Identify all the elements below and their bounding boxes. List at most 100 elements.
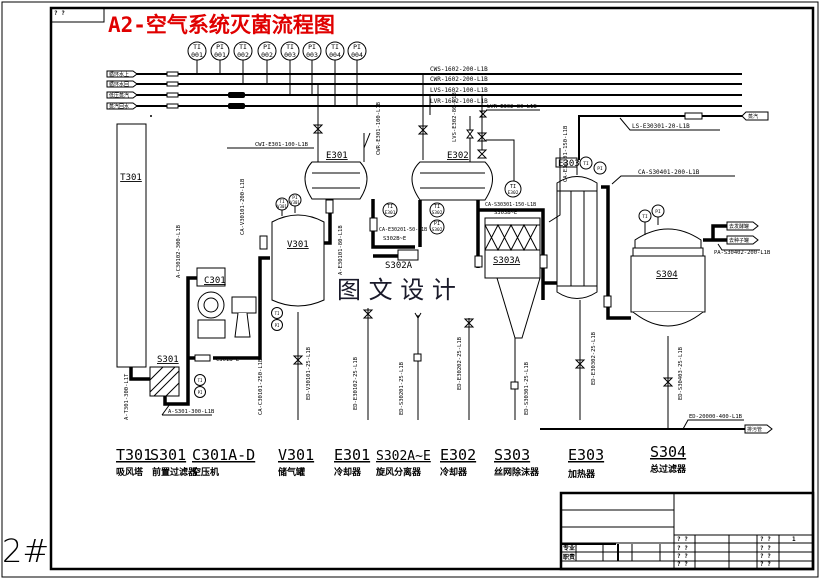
svg-text:001: 001	[214, 51, 226, 59]
valve-icon[interactable]	[312, 124, 324, 134]
steam-trap-icon	[228, 103, 245, 109]
svg-text:C301: C301	[204, 276, 226, 286]
equipment-c301[interactable]: C301	[196, 267, 257, 339]
equipment-e303[interactable]: E303	[555, 157, 598, 299]
svg-text:CA-C30101-250-L1B: CA-C30101-250-L1B	[258, 358, 264, 415]
equipment-v301[interactable]: V301	[271, 214, 325, 307]
source-tag-lvr: 蒸汽回水	[106, 102, 138, 110]
cws-label: CWS-1602-200-L1B	[430, 66, 488, 73]
svg-text:S302: S302	[432, 227, 443, 233]
svg-text:S304: S304	[650, 443, 686, 461]
cwr-e301-label: CWR-E301-100-L1B	[376, 101, 382, 155]
tb-cell: ? ?	[677, 561, 688, 568]
tb-cell: ? ?	[760, 545, 771, 552]
svg-text:循环水回: 循环水回	[109, 81, 129, 88]
svg-text:去种子罐: 去种子罐	[729, 237, 749, 244]
a-s301-label: A-S301-300-L1B	[168, 409, 215, 415]
diagram-title: A2-空气系统灭菌流程图	[108, 13, 335, 37]
svg-text:PI: PI	[263, 43, 271, 51]
svg-text:TI: TI	[583, 161, 589, 167]
pipe-s303-e303	[478, 208, 545, 300]
check-valve-icon	[194, 354, 211, 362]
instrument-ti-e303[interactable]: TI	[579, 156, 593, 170]
svg-text:E301: E301	[385, 210, 396, 216]
svg-text:PI: PI	[434, 221, 440, 227]
svg-text:ED-E30202-25-L1B: ED-E30202-25-L1B	[457, 336, 463, 390]
svg-text:V301: V301	[287, 240, 309, 250]
svg-text:004: 004	[329, 51, 341, 59]
check-valve-icon	[603, 295, 612, 308]
valve-cluster-icon[interactable]	[476, 110, 488, 159]
s303b-tag: S303B~E	[494, 210, 517, 216]
tb-cell: ? ?	[760, 536, 771, 543]
svg-text:TI: TI	[198, 378, 203, 383]
equipment-s303[interactable]: S303A	[484, 217, 541, 339]
instrument-ti-s304[interactable]: TI	[638, 209, 652, 235]
svg-text:A-E30101-80-L1B: A-E30101-80-L1B	[338, 225, 344, 275]
instrument-ti-s301[interactable]: TI	[194, 374, 206, 386]
svg-text:T301: T301	[120, 173, 142, 183]
flow-meter-icon	[166, 92, 179, 98]
drain-valve-icon[interactable]	[292, 355, 304, 365]
sheet-number: 1	[792, 536, 796, 543]
svg-text:去发酵罐: 去发酵罐	[729, 223, 749, 230]
source-tag-cwr: 循环水回	[106, 80, 138, 88]
equipment-s304[interactable]: S304	[630, 228, 706, 327]
svg-text:E302: E302	[440, 446, 476, 464]
svg-text:TI: TI	[275, 311, 280, 316]
utility-lines: CWS-1602-200-L1B CWR-1602-200-L1B LVS-16…	[106, 66, 742, 160]
flow-meter-icon	[166, 103, 179, 109]
svg-text:空压机: 空压机	[192, 466, 219, 478]
instrument-pi-c301[interactable]: PI	[271, 319, 283, 331]
valve-icon[interactable]	[417, 125, 429, 135]
equipment-e301[interactable]: E301	[304, 151, 368, 200]
svg-text:TI: TI	[510, 184, 516, 190]
instrument-ti-c301[interactable]: TI	[271, 307, 283, 319]
equipment-t301[interactable]: T301	[116, 123, 147, 368]
equipment-s302a[interactable]	[397, 249, 419, 261]
svg-text:TI: TI	[239, 43, 247, 51]
corner-stamp-box	[50, 7, 105, 23]
check-valve-icon	[259, 235, 268, 250]
pipe-t301-s301	[129, 367, 150, 381]
equipment-s301[interactable]: S301	[149, 355, 180, 397]
svg-text:PI: PI	[292, 195, 298, 201]
svg-text:TI: TI	[286, 43, 294, 51]
instrument-pi-e303[interactable]: PI	[593, 161, 607, 175]
svg-text:TI: TI	[279, 199, 285, 205]
svg-text:蒸汽回水: 蒸汽回水	[109, 103, 129, 110]
svg-text:V301: V301	[278, 446, 314, 464]
svg-text:低压蒸汽: 低压蒸汽	[109, 92, 129, 99]
svg-text:ED-S30403-25-L1B: ED-S30403-25-L1B	[678, 346, 684, 400]
instrument-pi-s304[interactable]: PI	[651, 204, 665, 225]
svg-text:V301: V301	[277, 204, 287, 209]
equipment-e302[interactable]: E302	[411, 151, 493, 201]
steam-trap-icon	[228, 92, 245, 98]
lvs-e302-label: LVS-E302-80-L1B	[452, 92, 458, 142]
svg-text:PI: PI	[275, 323, 280, 328]
instrument-pi-s301[interactable]: PI	[194, 386, 206, 398]
source-tag-lvs: 低压蒸汽	[106, 91, 138, 99]
svg-text:C301A-D: C301A-D	[192, 446, 255, 464]
